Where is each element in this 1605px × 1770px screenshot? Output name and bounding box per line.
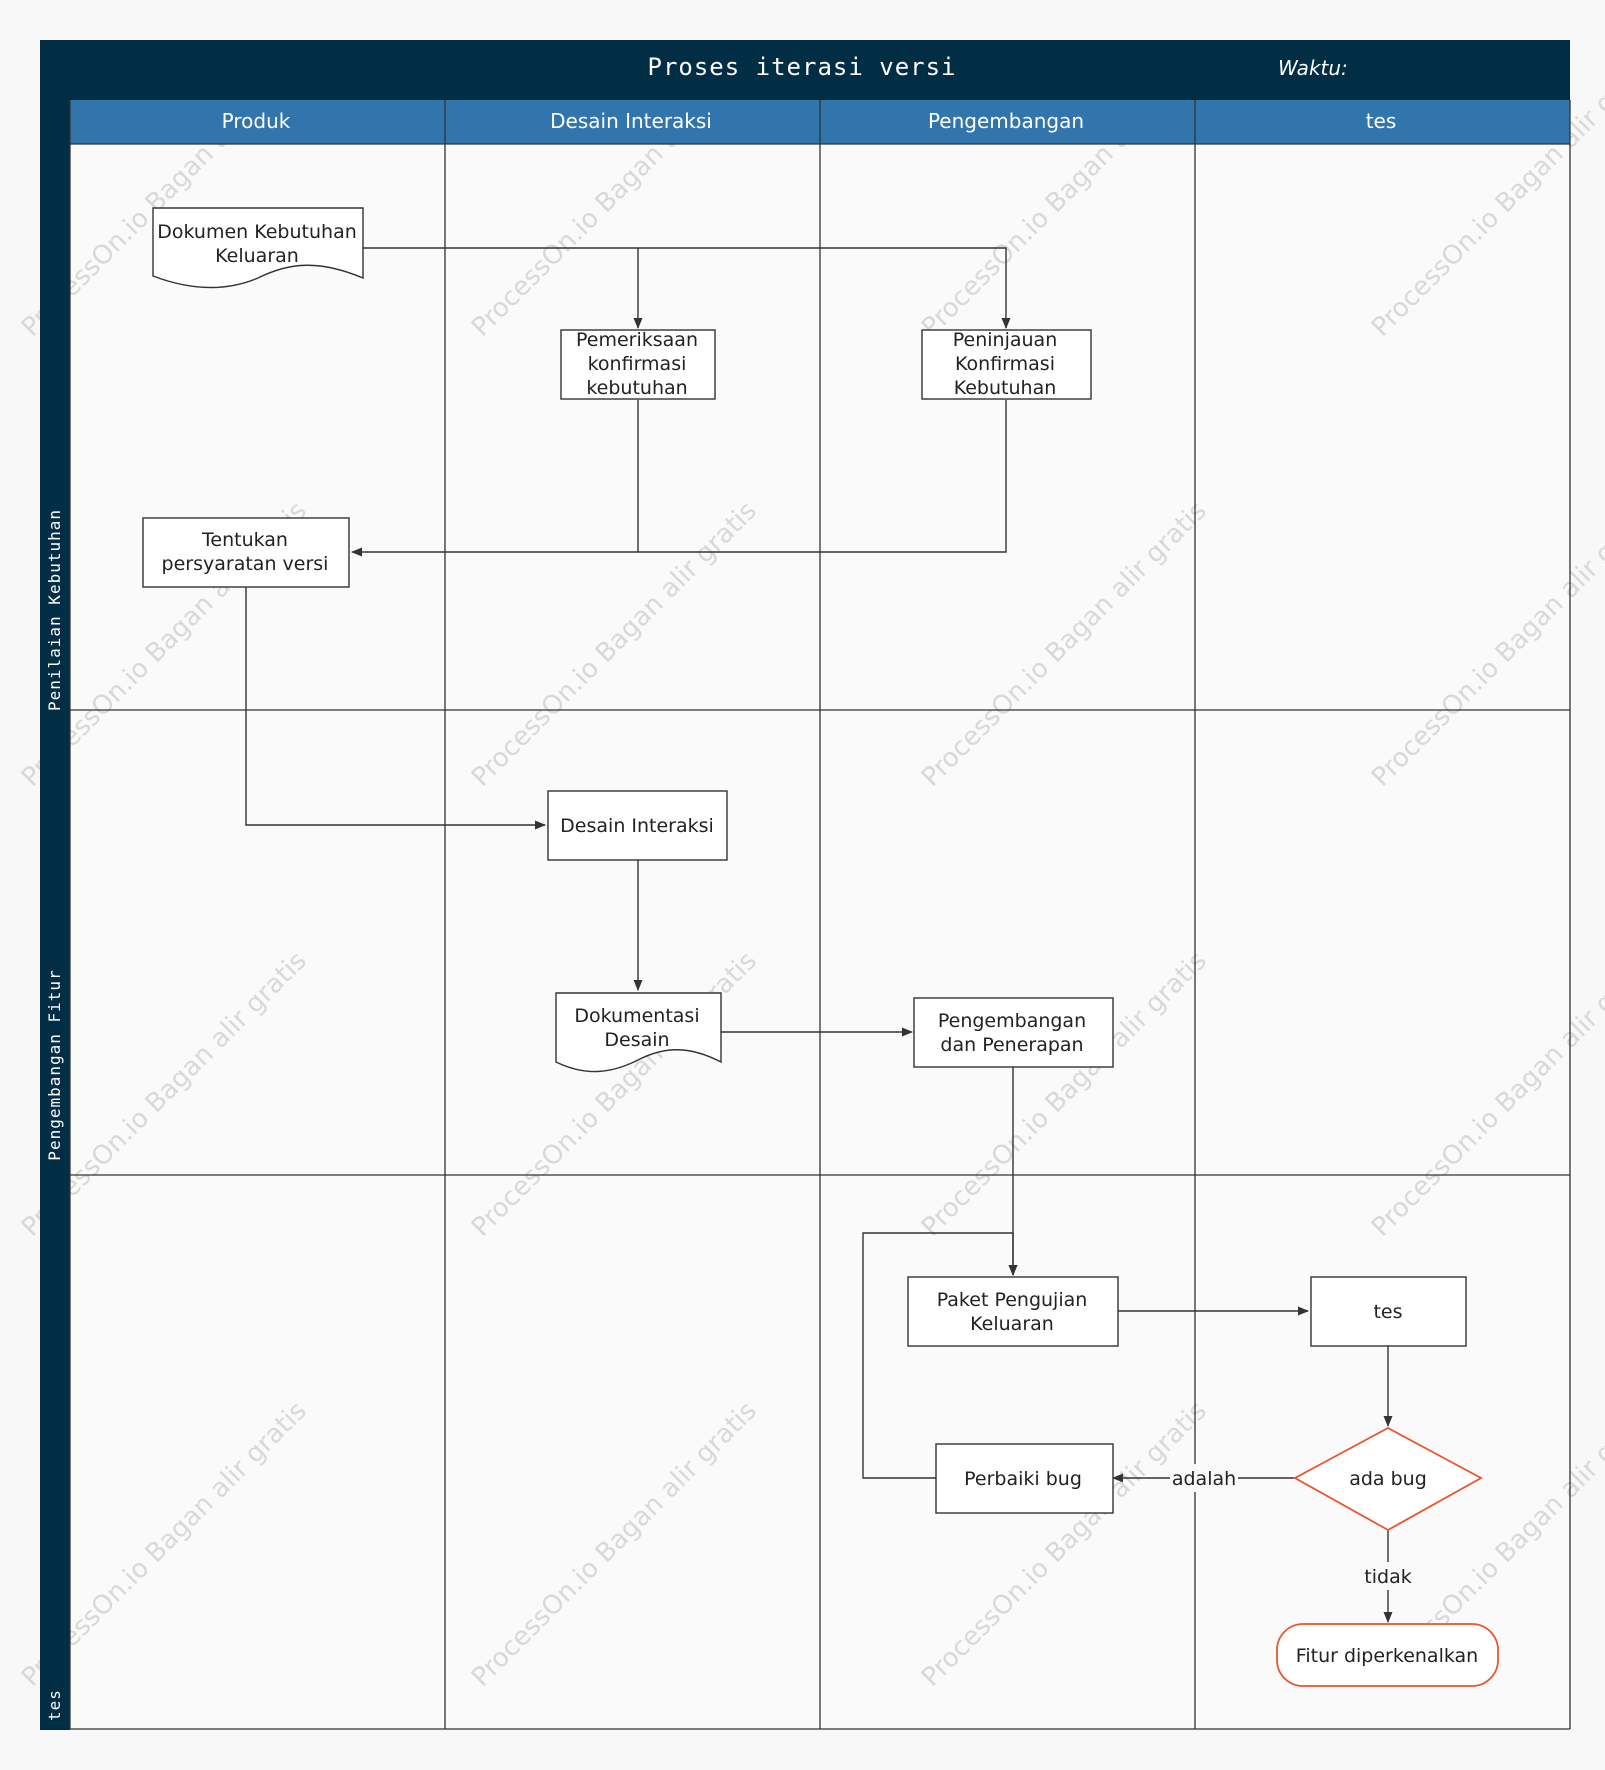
node-check-requirements <box>560 329 716 400</box>
node-test-package-line-1: Paket Pengujian <box>937 1289 1088 1311</box>
node-set-requirements-line-2: persyaratan versi <box>162 553 329 575</box>
edge-set-to-design <box>245 587 546 830</box>
node-development-line-2: dan Penerapan <box>940 1034 1083 1056</box>
row-header-strip <box>40 100 70 1730</box>
column-header-tes <box>1195 100 1570 144</box>
node-interaction-design <box>547 790 728 861</box>
title-bar <box>40 40 1570 100</box>
node-doc-requirements <box>152 207 364 289</box>
node-review-requirements <box>921 329 1092 400</box>
node-set-requirements <box>142 517 350 588</box>
node-design-documentation <box>555 992 722 1073</box>
column-header-produk <box>70 100 445 144</box>
time-label: Waktu: <box>1278 56 1348 80</box>
node-doc-requirements-line-2: Keluaran <box>215 245 299 267</box>
node-test <box>1310 1276 1467 1347</box>
node-test-label: tes <box>1373 1301 1402 1323</box>
node-check-requirements-line-1: Pemeriksaan <box>576 329 698 351</box>
lane-grid <box>69 100 1571 1730</box>
node-set-requirements-line-1: Tentukan <box>201 529 288 551</box>
column-label-pengembangan: Pengembangan <box>928 109 1084 133</box>
node-test-package <box>907 1276 1119 1347</box>
node-fix-bug-label: Perbaiki bug <box>964 1468 1082 1490</box>
row-label-tes: tes <box>45 1689 64 1721</box>
nodes <box>142 207 1467 1514</box>
edge-doc-to-review <box>638 247 1011 329</box>
node-review-requirements-line-2: Konfirmasi <box>955 353 1055 375</box>
node-doc-requirements-line-1: Dokumen Kebutuhan <box>157 221 357 243</box>
edge-review-to-set <box>638 400 1007 553</box>
edge-label-no: tidak <box>1364 1566 1411 1588</box>
node-development-line-1: Pengembangan <box>938 1010 1086 1032</box>
node-development <box>913 997 1114 1068</box>
node-feature-release <box>1276 1623 1499 1687</box>
column-label-desain-interaksi: Desain Interaksi <box>550 109 712 133</box>
column-label-tes: tes <box>1366 109 1397 133</box>
edge-label-yes-bg <box>1170 1464 1238 1492</box>
node-review-requirements-line-1: Peninjauan <box>953 329 1057 351</box>
node-check-requirements-line-3: kebutuhan <box>586 377 687 399</box>
node-design-documentation-line-2: Desain <box>604 1029 669 1051</box>
node-review-requirements-line-3: Kebutuhan <box>954 377 1057 399</box>
edge-label-yes: adalah <box>1172 1468 1236 1490</box>
row-label-penilaian-kebutuhan: Penilaian Kebutuhan <box>45 509 64 711</box>
node-decision-bug <box>1293 1426 1483 1532</box>
diagram-background <box>40 40 1570 1730</box>
node-design-documentation-line-1: Dokumentasi <box>574 1005 699 1027</box>
node-decision-label: ada bug <box>1349 1468 1427 1490</box>
diagram-title: Proses iterasi versi <box>648 53 957 81</box>
node-interaction-design-label: Desain Interaksi <box>560 815 714 837</box>
edge-label-no-bg <box>1360 1562 1416 1590</box>
row-label-pengembangan-fitur: Pengembangan Fitur <box>45 969 64 1160</box>
node-labels: Dokumen Kebutuhan Keluaran Pemeriksaan k… <box>157 221 1478 1667</box>
column-header-pengembangan <box>820 100 1195 144</box>
edge-fix-to-testpkg <box>862 1232 1018 1479</box>
column-header-desain-interaksi <box>445 100 820 144</box>
node-feature-release-label: Fitur diperkenalkan <box>1296 1645 1478 1667</box>
node-fix-bug <box>935 1443 1114 1514</box>
node-check-requirements-line-2: konfirmasi <box>588 353 687 375</box>
node-test-package-line-2: Keluaran <box>970 1313 1054 1335</box>
column-label-produk: Produk <box>222 109 291 133</box>
